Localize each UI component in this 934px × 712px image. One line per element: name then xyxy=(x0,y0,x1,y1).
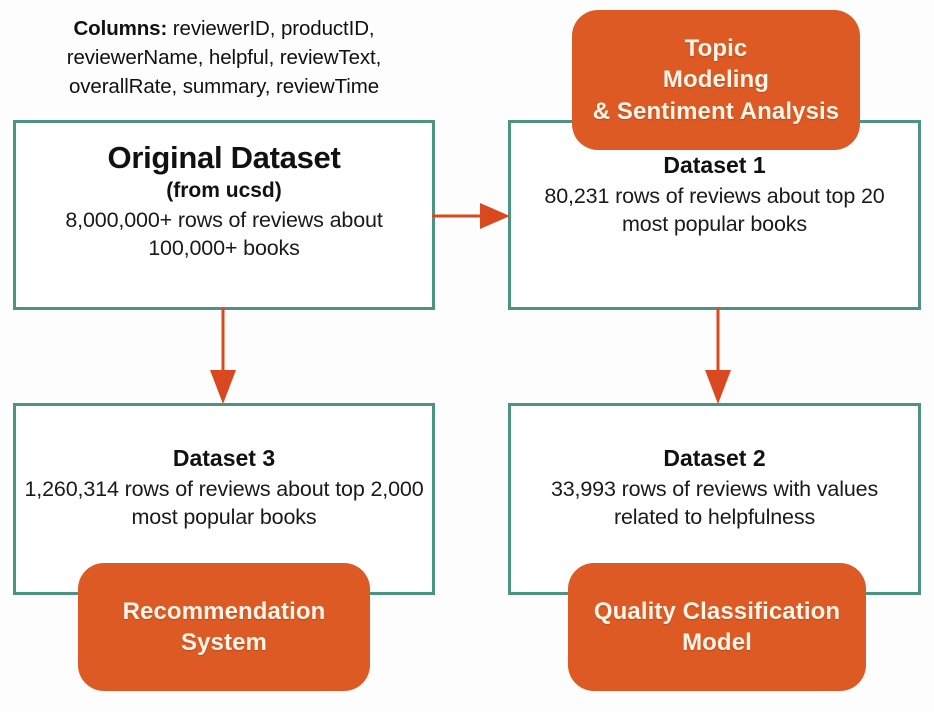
box-dataset-1[interactable]: Dataset 1 80,231 rows of reviews about t… xyxy=(508,120,921,310)
arrow-original-to-dataset3 xyxy=(210,308,236,404)
columns-list: reviewerID, productID, reviewerName, hel… xyxy=(66,17,382,99)
box-original-dataset[interactable]: Original Dataset (from ucsd) 8,000,000+ … xyxy=(13,120,435,310)
box-dataset-3-description: 1,260,314 rows of reviews about top 2,00… xyxy=(24,476,424,530)
arrow-original-to-dataset1 xyxy=(432,203,510,229)
box-dataset-1-description: 80,231 rows of reviews about top 20 most… xyxy=(544,183,885,237)
box-original-dataset-description: 8,000,000+ rows of reviews about 100,000… xyxy=(65,207,383,261)
box-original-dataset-title: Original Dataset xyxy=(107,140,341,175)
box-dataset-3-title: Dataset 3 xyxy=(172,445,276,471)
box-original-dataset-subtitle: (from ucsd) xyxy=(166,179,282,203)
box-dataset-2-title: Dataset 2 xyxy=(663,445,766,471)
box-dataset-3-content: Dataset 3 1,260,314 rows of reviews abou… xyxy=(24,444,424,532)
columns-label: Columns: xyxy=(73,17,168,40)
arrow-dataset1-to-dataset2 xyxy=(705,308,731,404)
box-dataset-1-title: Dataset 1 xyxy=(663,152,766,178)
box-dataset-2-description: 33,993 rows of reviews with values relat… xyxy=(550,476,879,530)
box-dataset-2-content: Dataset 2 33,993 rows of reviews with va… xyxy=(519,444,910,532)
process-quality-classification-model[interactable]: Quality Classification Model xyxy=(568,563,866,691)
process-topic-modeling[interactable]: Topic Modeling & Sentiment Analysis xyxy=(572,10,860,150)
box-original-dataset-content: Original Dataset (from ucsd) 8,000,000+ … xyxy=(24,138,424,263)
box-dataset-1-content: Dataset 1 80,231 rows of reviews about t… xyxy=(519,151,910,239)
process-recommendation-system[interactable]: Recommendation System xyxy=(78,563,370,691)
columns-caption: Columns: reviewerID, productID, reviewer… xyxy=(14,14,434,101)
